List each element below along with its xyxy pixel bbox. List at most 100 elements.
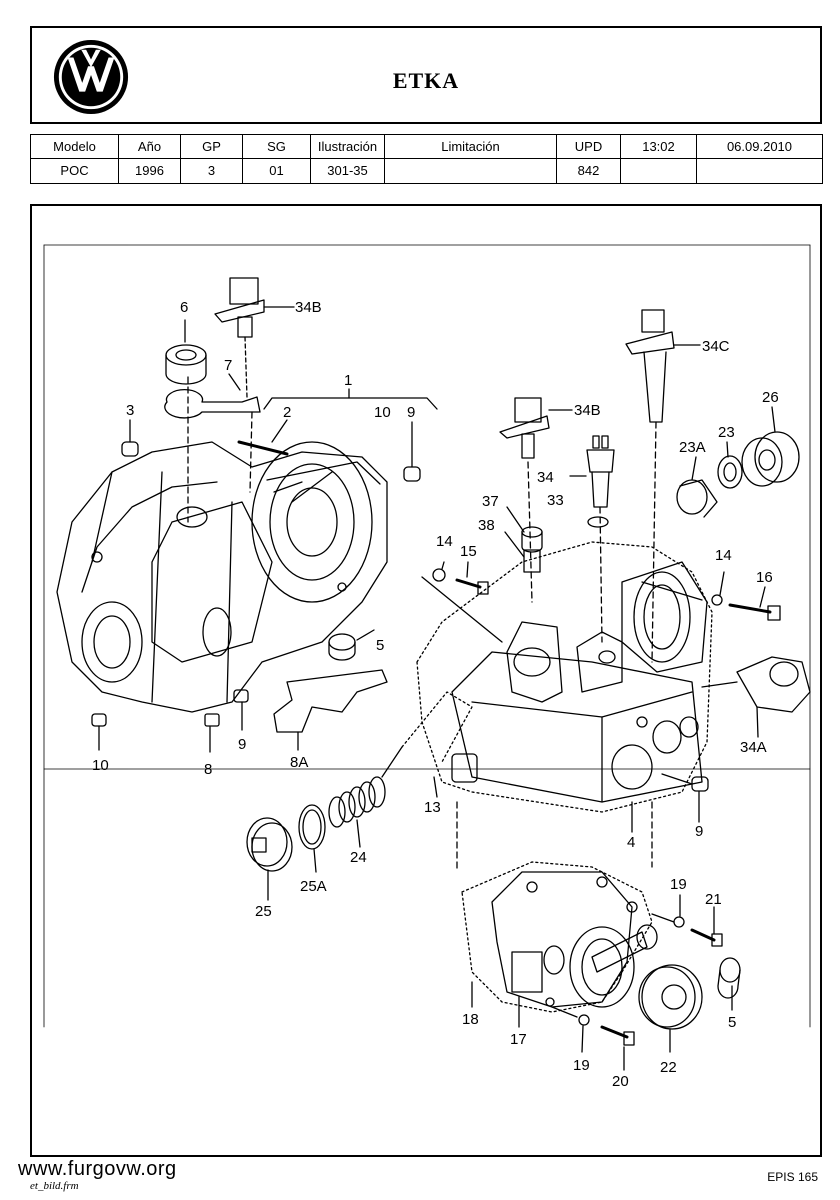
callout-22: 22	[660, 1059, 677, 1076]
callout-34c: 34C	[702, 338, 730, 355]
callout-33: 33	[547, 492, 564, 509]
part-19-washer	[673, 916, 685, 928]
info-header-row: Modelo Año GP SG Ilustración Limitación …	[30, 134, 823, 159]
part-16-bolt	[728, 603, 772, 614]
header-limitacion: Limitación	[384, 134, 557, 159]
value-limitacion	[384, 157, 557, 185]
header-gp: GP	[180, 134, 243, 159]
callout-23: 23	[718, 424, 735, 441]
callout-26: 26	[762, 389, 779, 406]
value-ilustracion: 301-35	[310, 157, 385, 185]
callout-8: 8	[204, 761, 212, 778]
part-7-bracket	[164, 389, 261, 419]
part-25a-ring	[298, 804, 326, 850]
vw-logo-icon	[53, 39, 129, 115]
callout-34b-left: 34B	[295, 299, 322, 316]
part-3-bushing	[121, 441, 139, 457]
footer-epis: EPIS 165	[767, 1170, 818, 1184]
callout-20: 20	[612, 1073, 629, 1090]
footer-url: www.furgovw.org	[18, 1158, 177, 1180]
callout-1: 1	[344, 372, 352, 389]
part-33-ring	[587, 516, 609, 528]
exploded-gearbox-diagram: 1 2 3 4 5 5 6 7 8 8A 9 9 9 10 10 13 14 1…	[43, 244, 811, 1090]
part-24-spring	[328, 776, 386, 828]
header-box: ETKA	[30, 26, 822, 124]
callout-15: 15	[460, 543, 477, 560]
part-5-plug	[328, 633, 356, 651]
callout-14b: 14	[715, 547, 732, 564]
callout-23a: 23A	[679, 439, 706, 456]
info-table: Modelo Año GP SG Ilustración Limitación …	[30, 134, 823, 185]
part-14-washer-right	[711, 594, 723, 606]
footer-file: et_bild.frm	[30, 1180, 79, 1192]
part-2-stud	[237, 440, 289, 456]
callout-25: 25	[255, 903, 272, 920]
header-upd: UPD	[556, 134, 621, 159]
callout-17: 17	[510, 1031, 527, 1048]
header-date: 06.09.2010	[696, 134, 823, 159]
callout-24: 24	[350, 849, 367, 866]
value-gp: 3	[180, 157, 243, 185]
bottom-cover	[461, 861, 653, 1013]
callout-10a: 10	[374, 404, 391, 421]
callout-16: 16	[756, 569, 773, 586]
part-34b-sensor-center	[514, 397, 542, 423]
callout-5b: 5	[728, 1014, 736, 1031]
part-9-bushing	[403, 466, 421, 482]
header-ilustracion: Ilustración	[310, 134, 385, 159]
callout-5a: 5	[376, 637, 384, 654]
value-time	[620, 157, 697, 185]
part-5-plug-lower	[636, 924, 658, 950]
callout-9b: 9	[238, 736, 246, 753]
callout-37: 37	[482, 493, 499, 510]
part-9-bushing-lower	[233, 689, 249, 703]
header-ano: Año	[118, 134, 181, 159]
page-title: ETKA	[392, 68, 460, 93]
part-8a-plate	[273, 669, 388, 733]
callout-34b-center: 34B	[574, 402, 601, 419]
callout-6: 6	[180, 299, 188, 316]
callout-13: 13	[424, 799, 441, 816]
header-sg: SG	[242, 134, 311, 159]
part-13-gasket	[401, 691, 473, 763]
callout-18: 18	[462, 1011, 479, 1028]
callout-38: 38	[478, 517, 495, 534]
callout-14a: 14	[436, 533, 453, 550]
part-34-switch	[592, 435, 600, 449]
part-34c-sensor	[641, 309, 665, 333]
header-modelo: Modelo	[30, 134, 119, 159]
callout-2: 2	[283, 404, 291, 421]
callout-21: 21	[705, 891, 722, 908]
callout-19a: 19	[670, 876, 687, 893]
value-sg: 01	[242, 157, 311, 185]
value-ano: 1996	[118, 157, 181, 185]
callout-34: 34	[537, 469, 554, 486]
callout-8a: 8A	[290, 754, 308, 771]
callout-9c: 9	[695, 823, 703, 840]
part-22-cap	[641, 964, 703, 1030]
info-value-row: POC 1996 3 01 301-35 842	[30, 157, 823, 185]
center-housing	[416, 541, 713, 813]
part-5-plug-right	[719, 957, 741, 983]
callout-3: 3	[126, 402, 134, 419]
callout-4: 4	[627, 834, 635, 851]
part-8-key	[204, 713, 220, 727]
part-6-bearing	[165, 344, 207, 366]
part-10-bushing	[91, 713, 107, 727]
header-time: 13:02	[620, 134, 697, 159]
callout-7: 7	[224, 357, 232, 374]
callout-25a: 25A	[300, 878, 327, 895]
callout-34a: 34A	[740, 739, 767, 756]
part-14-washer	[432, 568, 446, 582]
value-upd: 842	[556, 157, 621, 185]
part-15-bolt	[455, 578, 482, 589]
left-housing	[56, 441, 388, 713]
callout-19b: 19	[573, 1057, 590, 1074]
part-38-pin	[523, 549, 541, 573]
part-19-washer-lower	[578, 1014, 590, 1026]
value-modelo: POC	[30, 157, 119, 185]
part-37-cap	[521, 526, 543, 538]
part-20-bolt	[600, 1025, 629, 1039]
part-23-ring	[717, 455, 743, 489]
diagram-box: 1 2 3 4 5 5 6 7 8 8A 9 9 9 10 10 13 14 1…	[30, 204, 822, 1157]
